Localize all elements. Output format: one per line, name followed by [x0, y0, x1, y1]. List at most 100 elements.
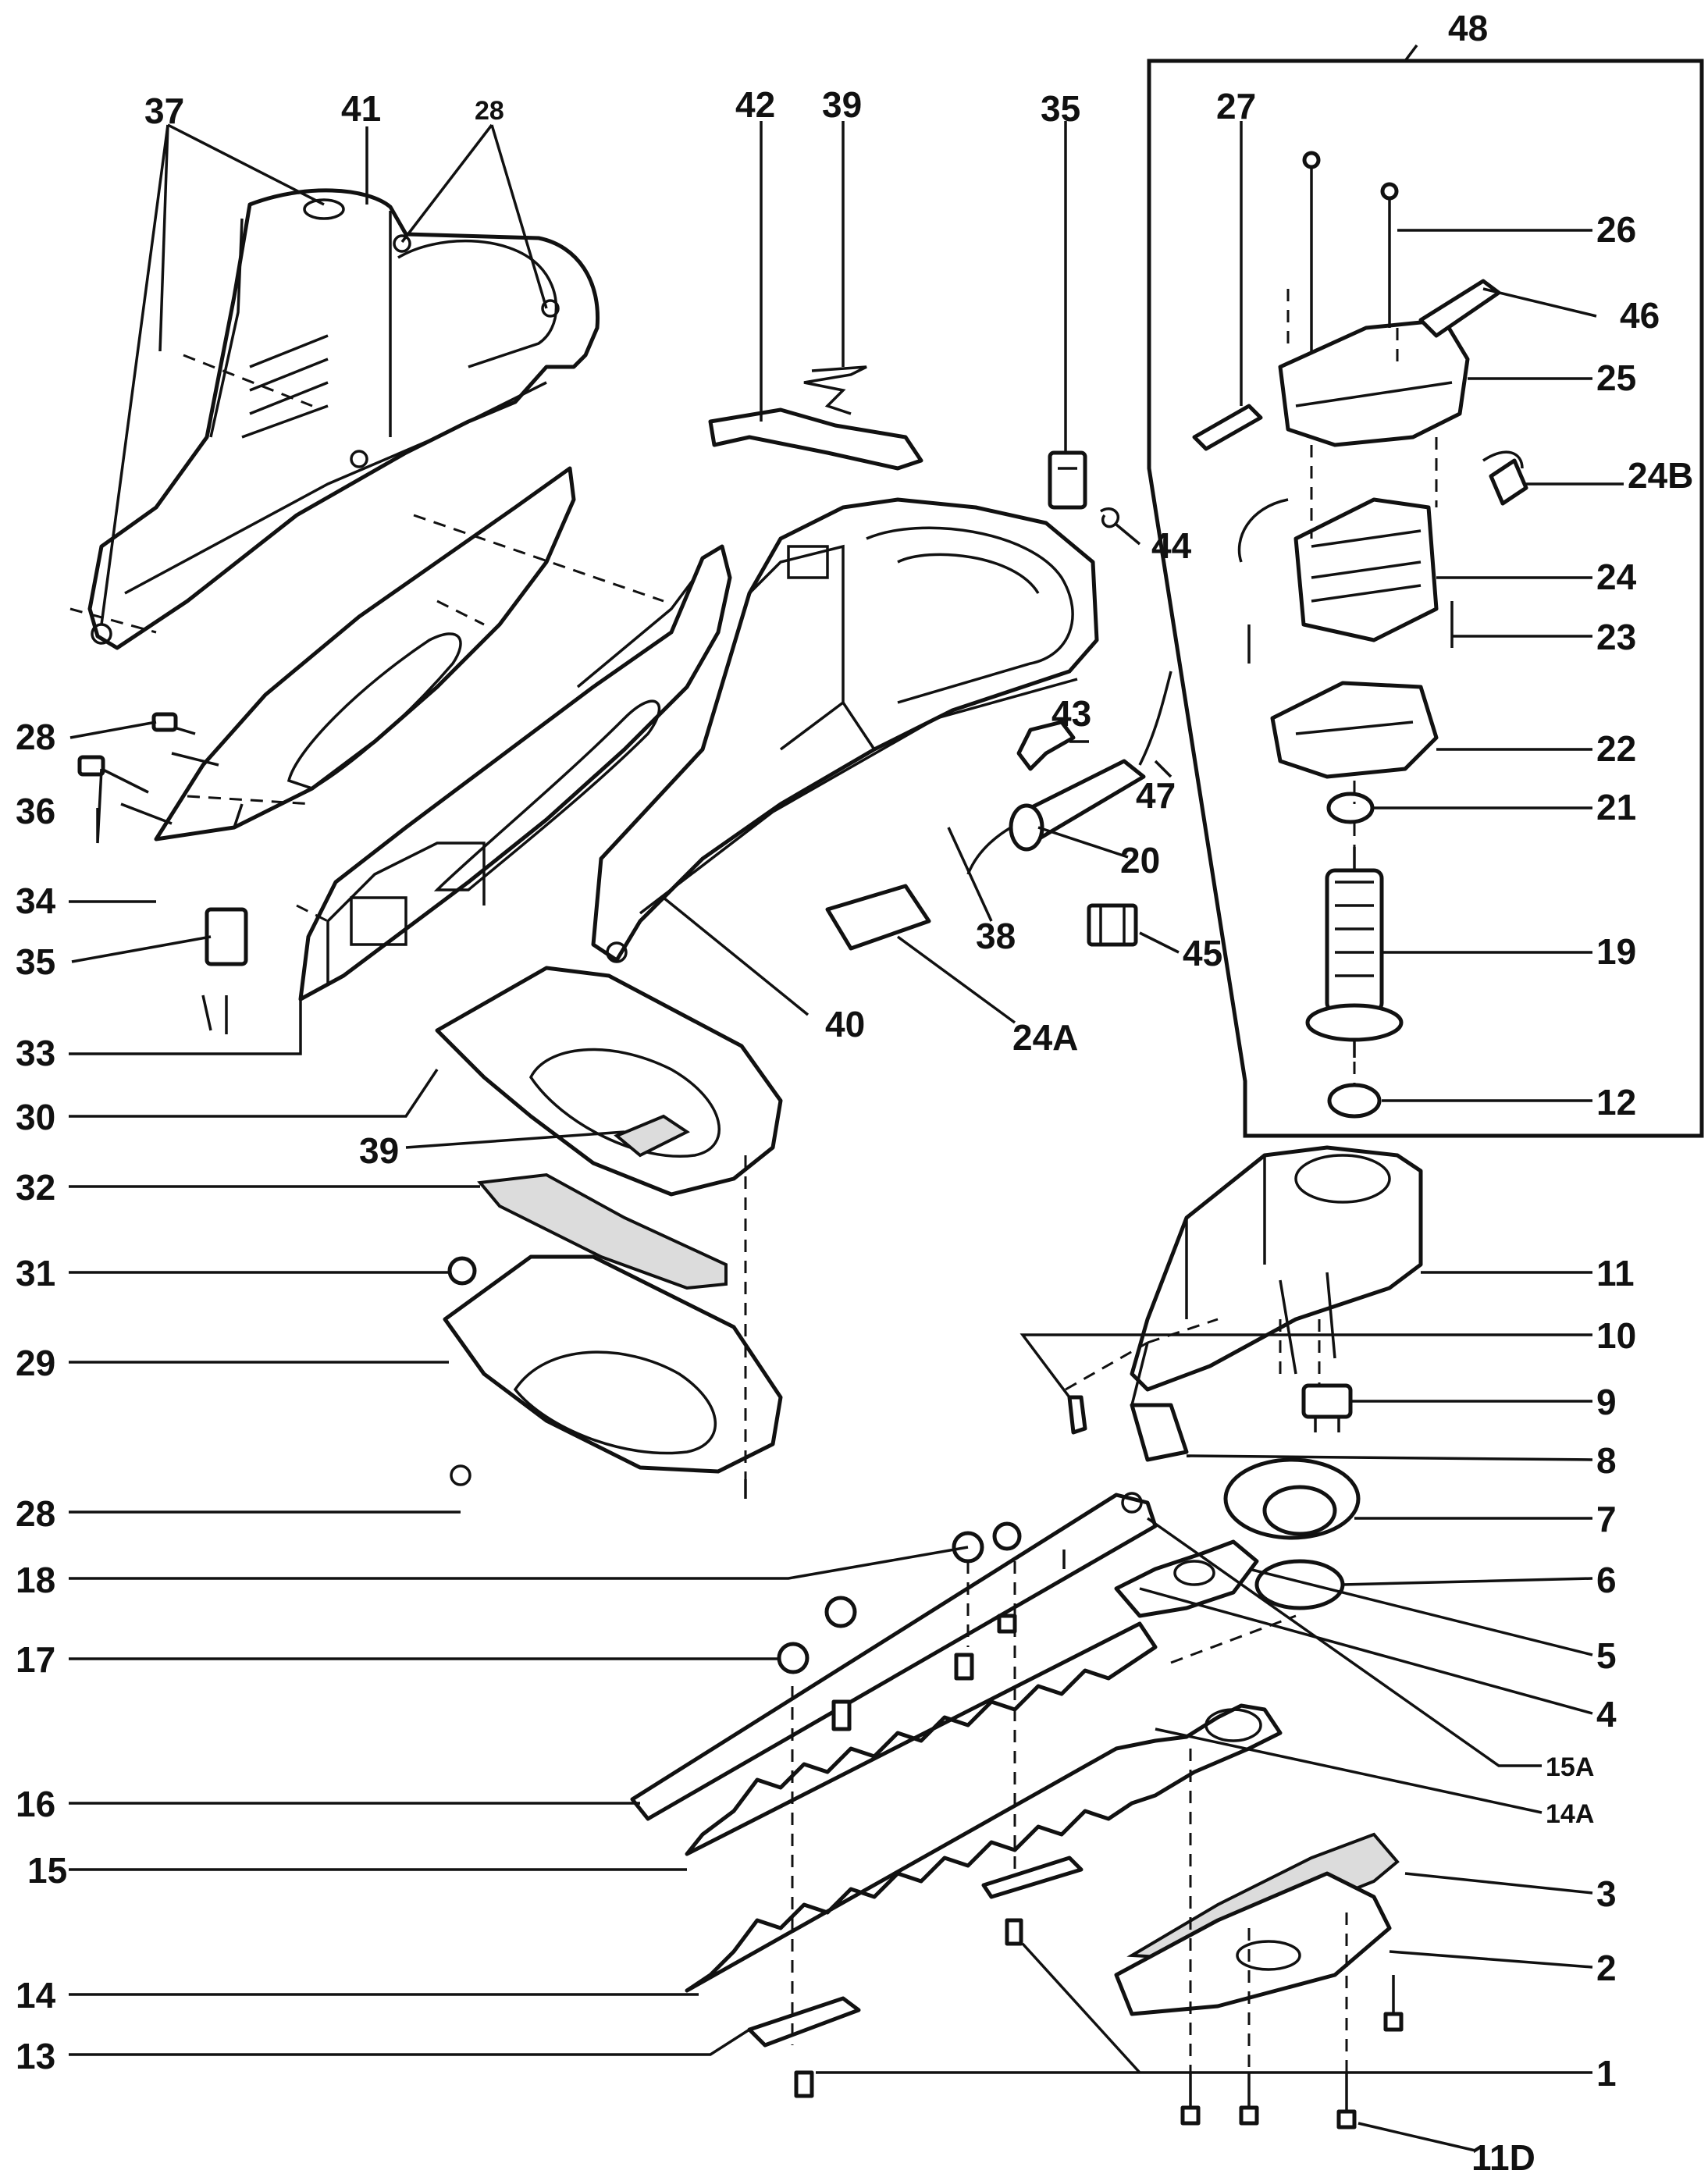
callout-14a: 14A: [1546, 1799, 1594, 1829]
callout-35-left: 35: [16, 941, 55, 982]
callout-22: 22: [1596, 728, 1636, 769]
callout-31: 31: [16, 1253, 55, 1293]
callout-45: 45: [1183, 933, 1222, 973]
callout-9: 9: [1596, 1382, 1617, 1422]
callout-24a: 24A: [1012, 1017, 1078, 1058]
callout-38: 38: [976, 916, 1016, 956]
callout-43: 43: [1051, 693, 1091, 734]
callout-44: 44: [1151, 525, 1192, 566]
assembly-lines: [69, 289, 1438, 2076]
blade-15: [685, 1621, 1158, 1856]
handle-cover-30: [435, 966, 783, 1197]
callout-21: 21: [1596, 787, 1636, 827]
callout-26: 26: [1596, 209, 1636, 250]
callout-29: 29: [16, 1343, 55, 1383]
brush-24b: [1489, 458, 1528, 506]
field-coil-24: [1237, 450, 1524, 642]
callout-47: 47: [1136, 775, 1176, 816]
leader-lines: [69, 44, 1624, 2152]
nut-17: [777, 1642, 810, 1674]
callout-46: 46: [1620, 295, 1660, 336]
small-screws: [744, 1479, 1404, 2130]
callout-41: 41: [341, 88, 381, 129]
inner-frame: [298, 544, 732, 1002]
callout-5: 5: [1596, 1635, 1617, 1676]
callout-6: 6: [1596, 1560, 1617, 1600]
callout-27: 27: [1216, 86, 1256, 126]
callout-15a: 15A: [1546, 1752, 1594, 1782]
brush-24a: [825, 884, 931, 951]
callout-33: 33: [16, 1033, 55, 1073]
callout-11: 11: [1596, 1253, 1635, 1293]
callout-16: 16: [16, 1784, 55, 1824]
switch-35-upper: [1048, 450, 1087, 510]
crank-plate-5: [1114, 1539, 1259, 1618]
callout-2: 2: [1596, 1948, 1617, 1988]
brush-27: [1192, 404, 1263, 451]
cord-strain-relief: [966, 671, 1172, 875]
switch-35-lower: [201, 907, 248, 1034]
clip-44: [1100, 507, 1120, 528]
callout-24b: 24B: [1628, 455, 1693, 496]
inner-side-panel: [154, 466, 576, 841]
bolts: [831, 1614, 1017, 1731]
right-housing-half: [591, 497, 1099, 963]
bearing-12: [1327, 1083, 1382, 1119]
motor-assembly-box: [1147, 59, 1704, 1138]
pinion-gear-9: [1301, 1383, 1353, 1432]
trigger-guard: [708, 407, 923, 471]
blade-14: [685, 1703, 1283, 1993]
screws-26: [1302, 151, 1399, 351]
callout-42: 42: [735, 84, 775, 125]
callout-40: 40: [825, 1004, 865, 1044]
spacer-plate-top: [981, 1856, 1084, 1899]
callout-28-left-b: 28: [16, 1493, 55, 1534]
callout-48: 48: [1448, 8, 1488, 48]
callout-1: 1: [1596, 2053, 1617, 2094]
callout-3: 3: [1596, 1873, 1617, 1914]
callout-37: 37: [144, 91, 184, 131]
callout-10: 10: [1596, 1315, 1636, 1356]
callout-24: 24: [1596, 557, 1637, 597]
callout-28-top: 28: [475, 96, 504, 126]
nut-31: [447, 1256, 477, 1286]
callout-11d: 11D: [1471, 2137, 1535, 2174]
callout-15: 15: [27, 1850, 67, 1891]
bearing-21: [1326, 792, 1375, 824]
callout-20: 20: [1120, 840, 1160, 881]
callout-18: 18: [16, 1560, 55, 1600]
callout-13: 13: [16, 2036, 55, 2076]
callout-32: 32: [16, 1167, 55, 1208]
brush-holder-25: [1278, 318, 1470, 447]
left-housing-half: [87, 188, 600, 650]
gear-housing-11: [1130, 1145, 1423, 1392]
callout-35-top: 35: [1041, 88, 1080, 129]
callout-19: 19: [1596, 931, 1636, 972]
spring-39: [803, 365, 867, 415]
cord-clamp-43: [1016, 720, 1076, 771]
callout-25: 25: [1596, 358, 1636, 398]
spacer-plate-13: [747, 1996, 861, 2048]
bracket-10: [1067, 1395, 1087, 1435]
callout-4: 4: [1596, 1694, 1617, 1735]
lower-handle-29: [443, 1254, 783, 1486]
callout-12: 12: [1596, 1082, 1636, 1123]
base-plate-2: [1114, 1871, 1392, 2016]
guide-8: [1130, 1403, 1189, 1462]
callout-39-top: 39: [822, 84, 862, 125]
terminal-block-45: [1087, 903, 1138, 947]
blade-guard-32: [477, 1172, 728, 1290]
callout-39-mid: 39: [359, 1130, 399, 1171]
callout-8: 8: [1596, 1440, 1617, 1481]
gear-7: [1223, 1457, 1361, 1540]
callout-17: 17: [16, 1639, 55, 1680]
callout-36: 36: [16, 791, 55, 831]
callout-14: 14: [16, 1975, 56, 2016]
callout-28-left-a: 28: [16, 717, 55, 757]
callout-30: 30: [16, 1097, 55, 1137]
callout-7: 7: [1596, 1499, 1617, 1539]
blade-16: [630, 1492, 1158, 1821]
armature-19: [1305, 847, 1404, 1058]
callout-34: 34: [16, 881, 56, 921]
